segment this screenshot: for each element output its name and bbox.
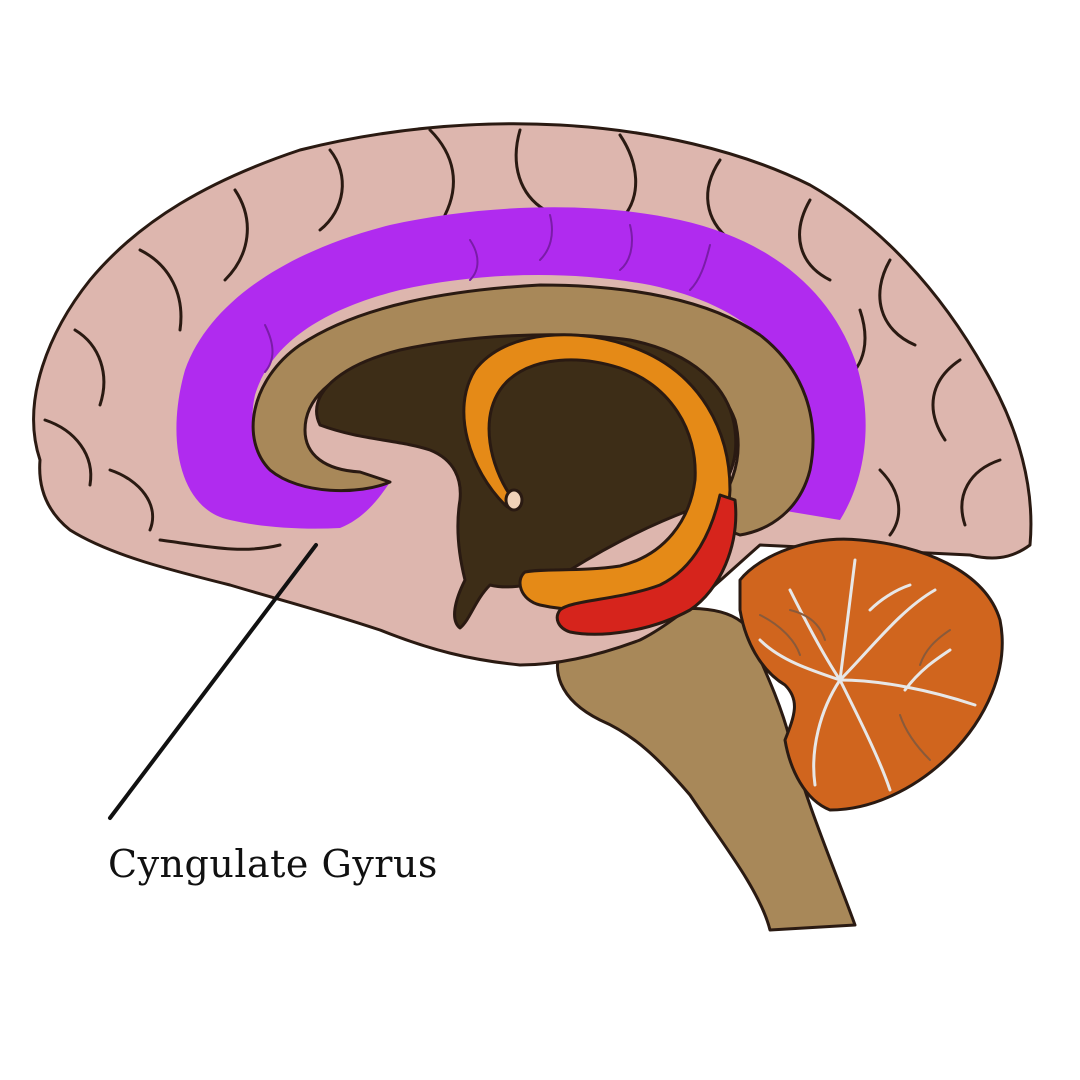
- fornix: [462, 333, 732, 612]
- lateral-ventricle: [315, 333, 738, 630]
- hippocampus: [555, 493, 738, 636]
- leader-line: [108, 543, 318, 820]
- cerebellar-folia: [759, 609, 951, 761]
- mammillary-body: [504, 488, 524, 512]
- diagram-label: Cyngulate Gyrus: [108, 842, 438, 886]
- cingulate-sulci: [264, 214, 711, 373]
- cortex-sulci: [43, 128, 1002, 551]
- arbor-vitae: [758, 558, 977, 792]
- cerebellum: [738, 537, 1004, 812]
